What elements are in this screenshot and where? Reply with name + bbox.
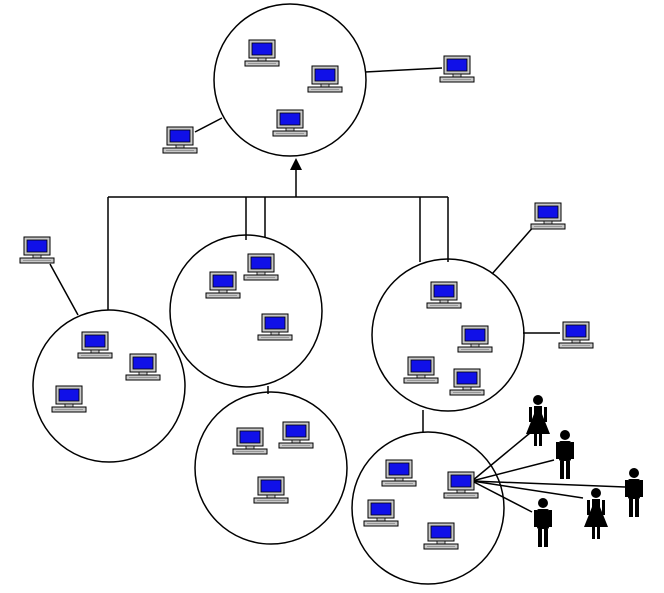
- computer-icon: [558, 321, 594, 349]
- computer-icon: [278, 421, 314, 449]
- computer-icon: [205, 271, 241, 299]
- person-male-icon: [556, 430, 574, 479]
- person-female-icon: [584, 488, 608, 539]
- computer-icon: [423, 522, 459, 550]
- connection-lines: [49, 67, 626, 513]
- computer-icon: [403, 356, 439, 384]
- computer-icon: [19, 236, 55, 264]
- person-male-icon: [534, 498, 552, 547]
- computer-icon: [307, 65, 343, 93]
- computer-icon: [439, 55, 475, 83]
- computer-icon: [449, 368, 485, 396]
- computer-icon: [363, 499, 399, 527]
- cluster-middle-lower: [194, 391, 348, 545]
- computer-icon: [51, 385, 87, 413]
- cluster-bottom-right: [351, 431, 505, 585]
- cluster-top: [213, 3, 367, 157]
- computer-icon: [272, 109, 308, 137]
- person-female-icon: [526, 395, 550, 446]
- person-male-icon: [625, 468, 643, 517]
- people: [526, 395, 643, 547]
- computer-icon: [257, 313, 293, 341]
- computer-icon: [243, 253, 279, 281]
- computer-icon: [426, 281, 462, 309]
- cluster-left: [32, 309, 186, 463]
- cluster-right: [371, 258, 525, 412]
- computer-icon: [443, 471, 479, 499]
- computer-icon: [77, 331, 113, 359]
- computer-icon: [244, 39, 280, 67]
- computer-icon: [253, 476, 289, 504]
- cluster-circles: [32, 3, 525, 585]
- computer-icon: [162, 126, 198, 154]
- cluster-middle-upper: [169, 234, 323, 388]
- computer-icon: [530, 202, 566, 230]
- computer-icon: [381, 459, 417, 487]
- computer-icon: [232, 427, 268, 455]
- arrow-head: [290, 158, 302, 170]
- computer-icon: [457, 325, 493, 353]
- computer-icon: [125, 353, 161, 381]
